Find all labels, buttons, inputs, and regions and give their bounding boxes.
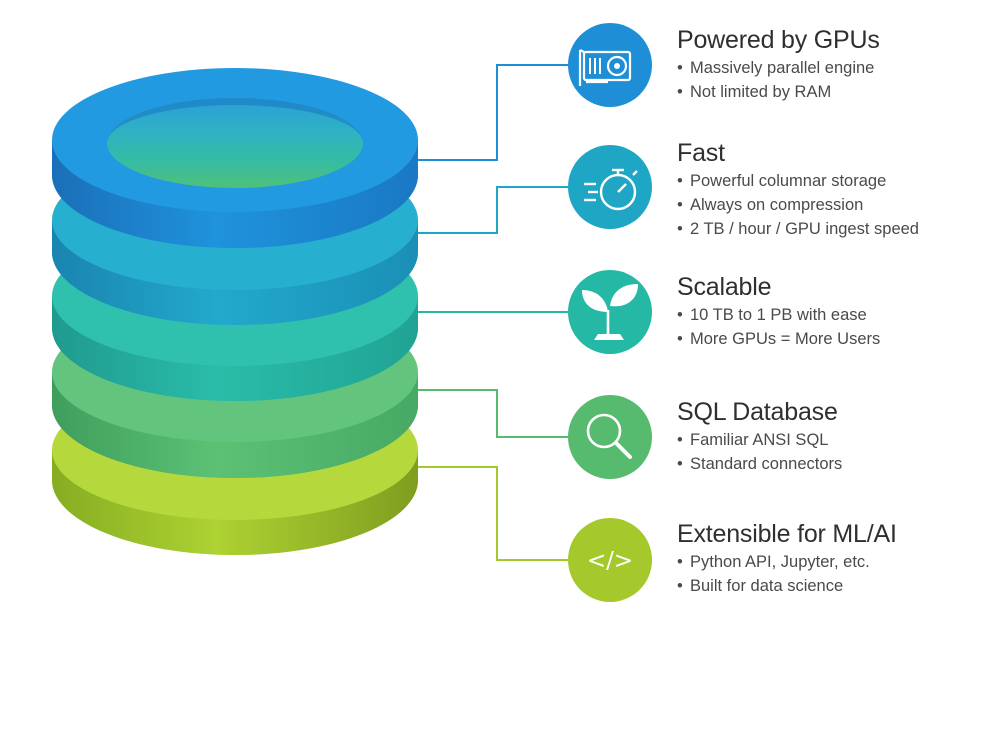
gpu-card-icon — [568, 23, 652, 107]
bullet-text: 10 TB to 1 PB with ease — [690, 306, 867, 324]
bullet-char: • — [677, 172, 683, 190]
bullet-char: • — [677, 455, 683, 473]
feature-bullets: • Python API, Jupyter, etc. • Built for da… — [677, 550, 992, 598]
stopwatch-icon — [568, 145, 652, 229]
bullet-char: • — [677, 431, 683, 449]
bullet-char: • — [677, 59, 683, 77]
bullet-text: Standard connectors — [690, 455, 843, 473]
bullet-item: • Python API, Jupyter, etc. — [677, 550, 992, 574]
bullet-item: • Massively parallel engine — [677, 56, 992, 80]
feature-bullets: • 10 TB to 1 PB with ease • More GPUs = Mo… — [677, 303, 992, 351]
feature-bullets: • Familiar ANSI SQL • Standard connectors — [677, 428, 992, 476]
bullet-text: Built for data science — [690, 577, 844, 595]
bullet-text: More GPUs = More Users — [690, 330, 881, 348]
bullet-char: • — [677, 196, 683, 214]
disk-1 — [52, 68, 418, 248]
bullet-item: • Always on compression — [677, 193, 992, 217]
bullet-item: • More GPUs = More Users — [677, 327, 992, 351]
bullet-char: • — [677, 83, 683, 101]
feature-extensible-ml-ai: Extensible for ML/AI • Python API, Jupyte… — [677, 519, 992, 598]
bullet-item: • Not limited by RAM — [677, 80, 992, 104]
bullet-char: • — [677, 220, 683, 238]
feature-title: Powered by GPUs — [677, 26, 880, 54]
connector-line-gpus — [415, 64, 568, 161]
bullet-char: • — [677, 306, 683, 324]
code-brackets-icon: </> — [568, 518, 652, 602]
bullet-item: • Powerful columnar storage — [677, 169, 992, 193]
connector-line-fast — [415, 186, 568, 234]
bullet-text: Python API, Jupyter, etc. — [690, 553, 870, 571]
feature-title: Extensible for ML/AI — [677, 520, 897, 548]
bullet-text: Familiar ANSI SQL — [690, 431, 829, 449]
bullet-item: • 10 TB to 1 PB with ease — [677, 303, 992, 327]
feature-fast: Fast • Powerful columnar storage • Always … — [677, 138, 992, 241]
bullet-item: • Familiar ANSI SQL — [677, 428, 992, 452]
bullet-text: Not limited by RAM — [690, 83, 832, 101]
bullet-text: Powerful columnar storage — [690, 172, 887, 190]
sprout-icon — [568, 270, 652, 354]
bullet-text: 2 TB / hour / GPU ingest speed — [690, 220, 919, 238]
feature-sql-database: SQL Database • Familiar ANSI SQL • Standar… — [677, 397, 992, 476]
connector-line-sql — [415, 389, 568, 438]
bullet-item: • Standard connectors — [677, 452, 992, 476]
feature-title: Scalable — [677, 273, 772, 301]
feature-bullets: • Massively parallel engine • Not limited … — [677, 56, 992, 104]
bullet-item: • 2 TB / hour / GPU ingest speed — [677, 217, 992, 241]
bullet-char: • — [677, 577, 683, 595]
feature-bullets: • Powerful columnar storage • Always on co… — [677, 169, 992, 241]
feature-powered-by-gpus: Powered by GPUs • Massively parallel engi… — [677, 25, 992, 104]
bullet-text: Always on compression — [690, 196, 864, 214]
magnifier-icon — [568, 395, 652, 479]
bullet-char: • — [677, 553, 683, 571]
bullet-text: Massively parallel engine — [690, 59, 875, 77]
feature-title: Fast — [677, 139, 725, 167]
bullet-char: • — [677, 330, 683, 348]
bullet-item: • Built for data science — [677, 574, 992, 598]
svg-text:</>: </> — [587, 548, 633, 574]
connector-line-extensible — [415, 466, 568, 561]
feature-title: SQL Database — [677, 398, 838, 426]
feature-scalable: Scalable • 10 TB to 1 PB with ease • More … — [677, 272, 992, 351]
